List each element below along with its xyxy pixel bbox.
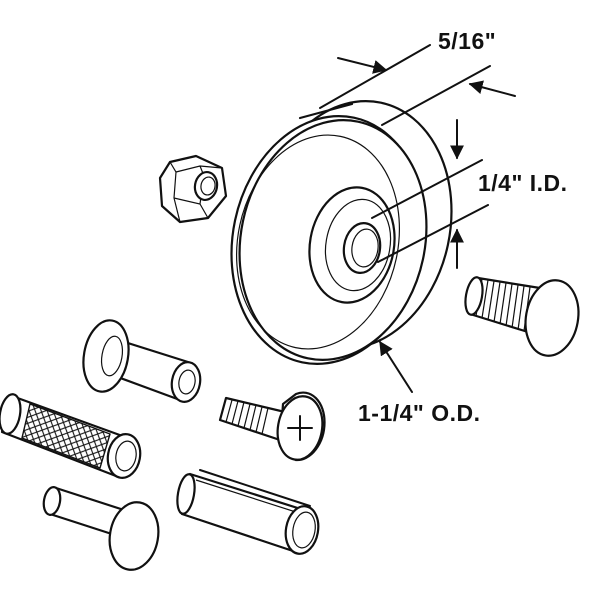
split-sleeve	[176, 469, 320, 555]
rivet	[42, 486, 160, 571]
roller-wheel	[230, 100, 453, 365]
dimension-inner-diameter	[371, 119, 489, 269]
hex-nut	[158, 154, 228, 224]
outer-diameter-label: 1-1/4" O.D.	[358, 400, 481, 426]
dimension-outer-diameter	[379, 340, 413, 393]
threaded-screw-cap	[464, 276, 580, 357]
phillips-screw	[218, 391, 326, 462]
width-dimension-label: 5/16"	[438, 28, 497, 54]
inner-diameter-label: 1/4" I.D.	[478, 170, 568, 196]
dimension-width	[319, 44, 516, 126]
threaded-barrel-post	[82, 319, 202, 403]
knurled-pin	[0, 393, 142, 479]
